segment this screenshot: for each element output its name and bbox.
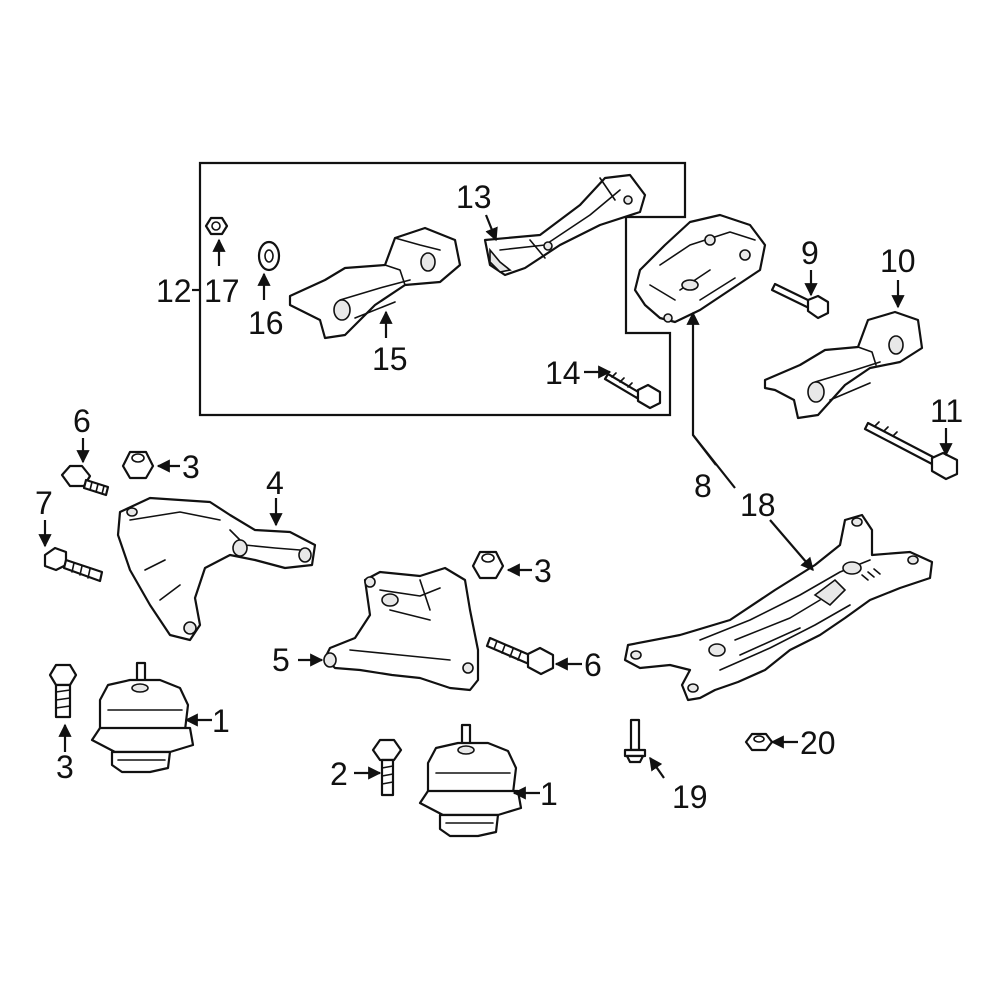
nut-20[interactable] <box>744 732 774 752</box>
callout-3-middle: 3 <box>534 553 552 589</box>
crossmember-18[interactable] <box>623 513 934 702</box>
leader-18 <box>769 519 814 572</box>
bracket-13[interactable] <box>483 173 647 277</box>
bolt-19[interactable] <box>623 718 647 764</box>
bolt-7[interactable] <box>43 546 104 583</box>
bolt-6-middle[interactable] <box>485 636 555 676</box>
engine-mount-1-left[interactable] <box>90 661 195 774</box>
callout-7: 7 <box>35 485 53 521</box>
bolt-6-left[interactable] <box>60 464 110 497</box>
bolt-3-vertical[interactable] <box>48 663 78 719</box>
callout-10: 10 <box>880 243 916 279</box>
bracket-4[interactable] <box>116 496 317 642</box>
nut-3-upper[interactable] <box>121 450 155 480</box>
callout-1-left: 1 <box>212 703 230 739</box>
kit-box-12 <box>198 161 687 417</box>
engine-mount-1-middle[interactable] <box>418 723 523 838</box>
leader-lines <box>38 214 953 800</box>
callout-6-left: 6 <box>73 403 91 439</box>
callout-16: 16 <box>248 305 284 341</box>
nut-3-middle[interactable] <box>471 550 505 580</box>
nut-17[interactable] <box>204 216 229 236</box>
washer-16[interactable] <box>257 240 281 272</box>
leader-19 <box>649 756 665 779</box>
callout-13: 13 <box>456 179 492 215</box>
callout-5: 5 <box>272 642 290 678</box>
bolt-9[interactable] <box>770 282 830 320</box>
callout-3-vertical: 3 <box>56 749 74 785</box>
callout-18: 18 <box>740 487 776 523</box>
callout-8: 8 <box>694 468 712 504</box>
callout-4: 4 <box>266 465 284 501</box>
bolt-2[interactable] <box>371 738 403 797</box>
callout-3-upper: 3 <box>182 449 200 485</box>
callout-15: 15 <box>372 341 408 377</box>
leader-13 <box>484 214 498 242</box>
callout-9: 9 <box>801 235 819 271</box>
insulator-15[interactable] <box>288 226 462 340</box>
callout-14: 14 <box>545 355 581 391</box>
insulator-10[interactable] <box>763 310 924 420</box>
callout-20: 20 <box>800 725 836 761</box>
bolt-14[interactable] <box>603 372 662 410</box>
leader-8-join <box>692 434 736 489</box>
callout-11: 11 <box>930 393 963 429</box>
bracket-5[interactable] <box>323 566 480 692</box>
callout-1-middle: 1 <box>540 776 558 812</box>
callout-labels: 1 1 2 3 3 3 4 5 6 6 7 8 9 10 11 12 13 14… <box>35 179 963 815</box>
callout-17: 17 <box>204 273 240 309</box>
callout-12: 12 <box>156 273 192 309</box>
callout-6-middle: 6 <box>584 647 602 683</box>
callout-19: 19 <box>672 779 708 815</box>
bolt-11[interactable] <box>863 421 959 481</box>
bracket-8[interactable] <box>633 213 767 324</box>
callout-2: 2 <box>330 756 348 792</box>
leader-8 <box>686 311 717 466</box>
